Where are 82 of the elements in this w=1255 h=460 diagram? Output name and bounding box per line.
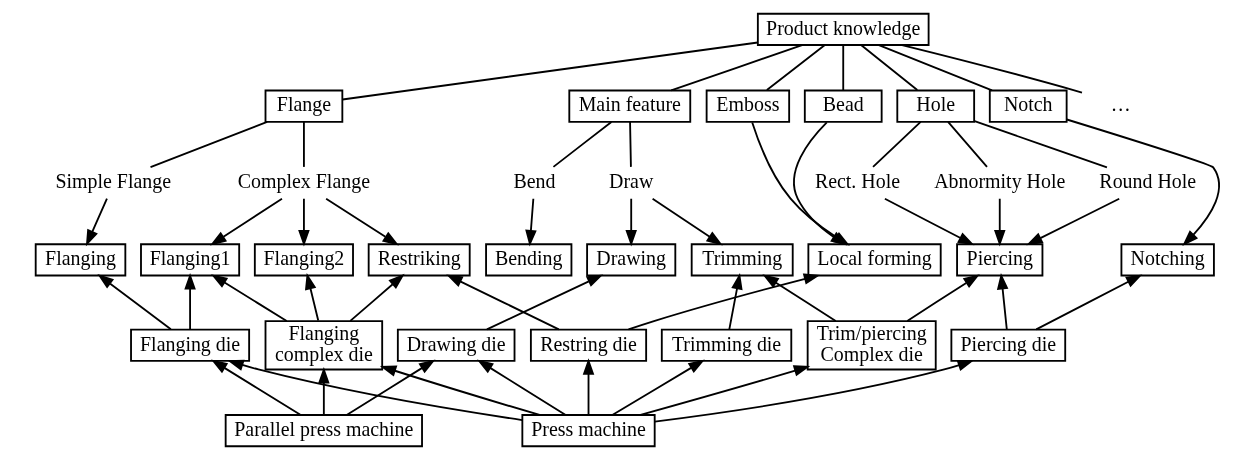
node-box: Trimming xyxy=(690,243,794,277)
node-box: Drawing die xyxy=(396,328,516,362)
node-text: … xyxy=(1110,93,1131,116)
node-box: Emboss xyxy=(705,89,791,123)
node-box: Main feature xyxy=(568,89,692,123)
node-text: Rect. Hole xyxy=(814,170,901,193)
arrow xyxy=(651,197,723,246)
connector xyxy=(901,44,1083,94)
connector xyxy=(860,44,919,91)
arrow xyxy=(85,197,108,247)
arrow xyxy=(325,197,399,246)
arrow xyxy=(485,274,604,331)
node-text: Draw xyxy=(609,170,654,193)
node-box: Trim/piercing Complex die xyxy=(806,320,937,371)
node-box: Bending xyxy=(485,243,573,277)
node-text: Bend xyxy=(513,170,556,193)
connector xyxy=(877,44,993,92)
arrow xyxy=(993,197,1006,247)
connector xyxy=(973,120,1108,169)
node-box: Flanging die xyxy=(130,328,251,362)
connector xyxy=(552,120,613,168)
connector xyxy=(947,120,988,168)
arrow xyxy=(653,359,975,423)
node-box: Flanging1 xyxy=(140,243,241,277)
node-box: Notch xyxy=(988,89,1068,123)
arrow xyxy=(346,359,436,416)
connector xyxy=(341,41,759,101)
connector xyxy=(842,44,845,91)
arrow xyxy=(728,272,743,330)
node-box: Bead xyxy=(803,89,883,123)
arrow xyxy=(996,272,1009,330)
node-box: Drawing xyxy=(586,243,677,277)
arrow xyxy=(611,359,705,416)
node-text: Abnormity Hole xyxy=(934,170,1066,193)
arrow xyxy=(582,358,595,416)
arrow xyxy=(525,197,537,247)
node-box: Press machine xyxy=(521,414,656,448)
node-box: Restring die xyxy=(529,328,648,362)
node-box: Flanging xyxy=(34,243,127,277)
node-box: Piercing xyxy=(956,243,1044,277)
connector xyxy=(149,120,269,169)
node-box: Parallel press machine xyxy=(224,414,423,448)
arrow xyxy=(639,365,811,416)
arrow xyxy=(446,274,560,331)
node-box: Flanging2 xyxy=(253,243,354,277)
node-box: Restriking xyxy=(367,243,471,277)
arrow xyxy=(883,197,975,246)
node-box: Flange xyxy=(264,89,344,123)
arrow xyxy=(318,366,330,416)
node-box: Local forming xyxy=(807,243,942,277)
node-box: Piercing die xyxy=(950,328,1067,362)
node-text: Round Hole xyxy=(1099,170,1197,193)
arrow xyxy=(305,272,320,322)
node-box: Flanging complex die xyxy=(264,320,384,371)
arrow xyxy=(476,359,567,416)
arrow xyxy=(627,273,821,331)
node-box: Hole xyxy=(896,89,976,123)
node-box: Trimming die xyxy=(660,328,793,362)
node-box: Product knowledge xyxy=(756,12,930,46)
arrow xyxy=(349,273,405,322)
arrow xyxy=(1035,274,1143,331)
arrow xyxy=(184,272,196,330)
arrow xyxy=(97,274,172,331)
connector xyxy=(303,120,305,168)
arrow xyxy=(211,359,302,416)
arrow xyxy=(625,197,637,247)
connector xyxy=(765,44,826,91)
arrow xyxy=(906,274,980,322)
arrow xyxy=(762,274,837,322)
arrow xyxy=(1026,197,1121,246)
node-text: Complex Flange xyxy=(237,170,370,193)
node-box: Notching xyxy=(1120,243,1215,277)
arrow xyxy=(1065,118,1220,247)
node-text: Simple Flange xyxy=(55,170,172,193)
connector xyxy=(629,120,632,168)
arrow xyxy=(227,359,524,421)
arrow xyxy=(298,197,310,247)
arrow xyxy=(210,197,283,246)
connector xyxy=(872,120,922,168)
arrow xyxy=(379,365,541,416)
arrow xyxy=(211,274,288,322)
connector xyxy=(670,44,803,92)
